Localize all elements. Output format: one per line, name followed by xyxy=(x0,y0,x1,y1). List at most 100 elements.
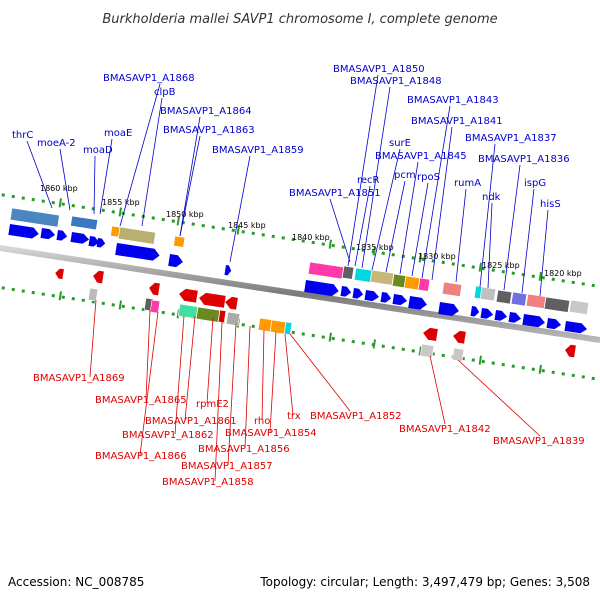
bottom-gene-label: BMASAVP1_A1839 xyxy=(493,436,585,447)
coordinate-dot xyxy=(381,251,385,255)
forward-gene-arrow xyxy=(224,265,232,276)
coordinate-dot xyxy=(361,341,365,345)
top-gene-connector xyxy=(521,188,535,294)
top-gene-connector xyxy=(347,74,379,267)
coordinate-dot xyxy=(161,310,165,315)
coordinate-dot xyxy=(201,223,205,228)
gene-box xyxy=(283,321,293,336)
forward-gene-arrow xyxy=(546,318,562,330)
kbp-tick xyxy=(118,207,122,217)
kbp-label: 1860 kbp xyxy=(40,184,78,193)
kbp-tick xyxy=(176,216,180,226)
top-gene-connector xyxy=(179,135,201,237)
forward-gene-arrow xyxy=(470,306,480,317)
gene-box xyxy=(117,226,156,245)
coordinate-dot xyxy=(361,248,365,252)
coordinate-dot xyxy=(51,293,55,298)
top-gene-label: ndk xyxy=(482,192,501,203)
gene-box xyxy=(543,296,571,313)
bottom-gene-label: BMASAVP1_A1858 xyxy=(162,477,254,488)
coordinate-dot xyxy=(311,240,315,245)
coordinate-dot xyxy=(521,366,525,370)
coordinate-dot xyxy=(131,306,135,310)
forward-gene-arrow xyxy=(438,302,459,316)
coordinate-dot xyxy=(41,199,45,203)
top-gene-label: BMASAVP1_A1843 xyxy=(407,95,499,106)
top-gene-label: hisS xyxy=(540,199,561,210)
top-gene-label: BMASAVP1_A1868 xyxy=(103,73,195,84)
top-gene-connector xyxy=(361,86,391,269)
kbp-tick xyxy=(372,339,376,349)
coordinate-dot xyxy=(331,336,335,341)
coordinate-dot xyxy=(301,239,305,243)
forward-gene-arrow xyxy=(96,238,106,248)
bottom-gene-label: trx xyxy=(287,411,301,422)
top-gene-label: BMASAVP1_A1841 xyxy=(411,116,503,127)
top-gene-connector xyxy=(371,148,401,271)
coordinate-dot xyxy=(381,344,385,348)
coordinate-dot xyxy=(541,369,545,373)
kbp-tick xyxy=(478,262,482,272)
kbp-tick xyxy=(58,198,62,208)
top-gene-label: rumA xyxy=(454,178,481,189)
bottom-gene-connector xyxy=(261,329,265,421)
gene-box xyxy=(369,269,395,286)
coordinate-dot xyxy=(581,375,585,379)
gene-box xyxy=(391,273,407,289)
coordinate-dot xyxy=(591,283,595,288)
bottom-gene-label: BMASAVP1_A1852 xyxy=(310,411,402,422)
coordinate-dot xyxy=(531,274,535,278)
coordinate-dot xyxy=(461,263,465,268)
gene-box xyxy=(417,277,431,292)
bottom-gene-connector xyxy=(214,321,223,482)
top-gene-label: moaE xyxy=(104,128,132,139)
kbp-label: 1845 kbp xyxy=(228,221,266,230)
gene-box xyxy=(525,293,547,309)
coordinate-dot xyxy=(101,301,105,306)
kbp-label: 1850 kbp xyxy=(166,210,204,219)
label-connectors xyxy=(26,74,549,482)
kbp-tick xyxy=(58,291,62,301)
coordinate-dot xyxy=(321,242,325,246)
coordinate-dot xyxy=(561,372,565,376)
coordinate-dot xyxy=(571,373,575,378)
gene-labels: thrCmoeA-2moaDmoaEclpBBMASAVP1_A1868BMAS… xyxy=(12,64,585,488)
top-gene-label: clpB xyxy=(154,87,176,98)
coordinate-dot xyxy=(101,208,105,213)
reverse-gene-arrow xyxy=(225,296,238,310)
bottom-gene-connector xyxy=(139,311,159,456)
coordinate-dot xyxy=(271,234,275,239)
bottom-gene-connector xyxy=(227,323,237,466)
coordinate-dot xyxy=(121,304,125,309)
top-gene-connector xyxy=(399,161,419,275)
kbp-tick xyxy=(236,225,240,235)
coordinate-dot xyxy=(41,292,45,296)
top-gene-connector xyxy=(59,148,71,211)
gene-box xyxy=(568,299,590,315)
top-gene-label: recR xyxy=(357,175,380,186)
forward-gene-arrow xyxy=(380,292,392,303)
gene-box xyxy=(149,299,161,314)
coordinate-dot xyxy=(81,205,85,209)
gene-box xyxy=(451,347,465,362)
top-gene-label: BMASAVP1_A1859 xyxy=(212,145,304,156)
coordinate-dot xyxy=(471,358,475,362)
forward-gene-arrow xyxy=(392,294,408,306)
gene-box xyxy=(341,265,355,280)
top-gene-label: BMASAVP1_A1837 xyxy=(465,133,557,144)
coordinate-dot xyxy=(31,197,35,202)
top-gene-connector xyxy=(431,126,453,281)
forward-gene-arrow xyxy=(494,310,508,321)
forward-gene-arrow xyxy=(70,232,90,244)
top-gene-connector xyxy=(26,140,53,209)
top-gene-label: BMASAVP1_A1863 xyxy=(163,125,255,136)
coordinate-dot xyxy=(211,225,215,229)
forward-gene-arrow xyxy=(522,314,545,328)
bottom-gene-connector xyxy=(89,299,97,378)
gene-box xyxy=(479,286,497,302)
coordinate-dot xyxy=(291,330,295,335)
kbp-label: 1820 kbp xyxy=(544,269,582,278)
coordinate-dot xyxy=(281,236,285,240)
bottom-gene-label: BMASAVP1_A1857 xyxy=(181,461,273,472)
coordinate-dot xyxy=(171,312,175,316)
